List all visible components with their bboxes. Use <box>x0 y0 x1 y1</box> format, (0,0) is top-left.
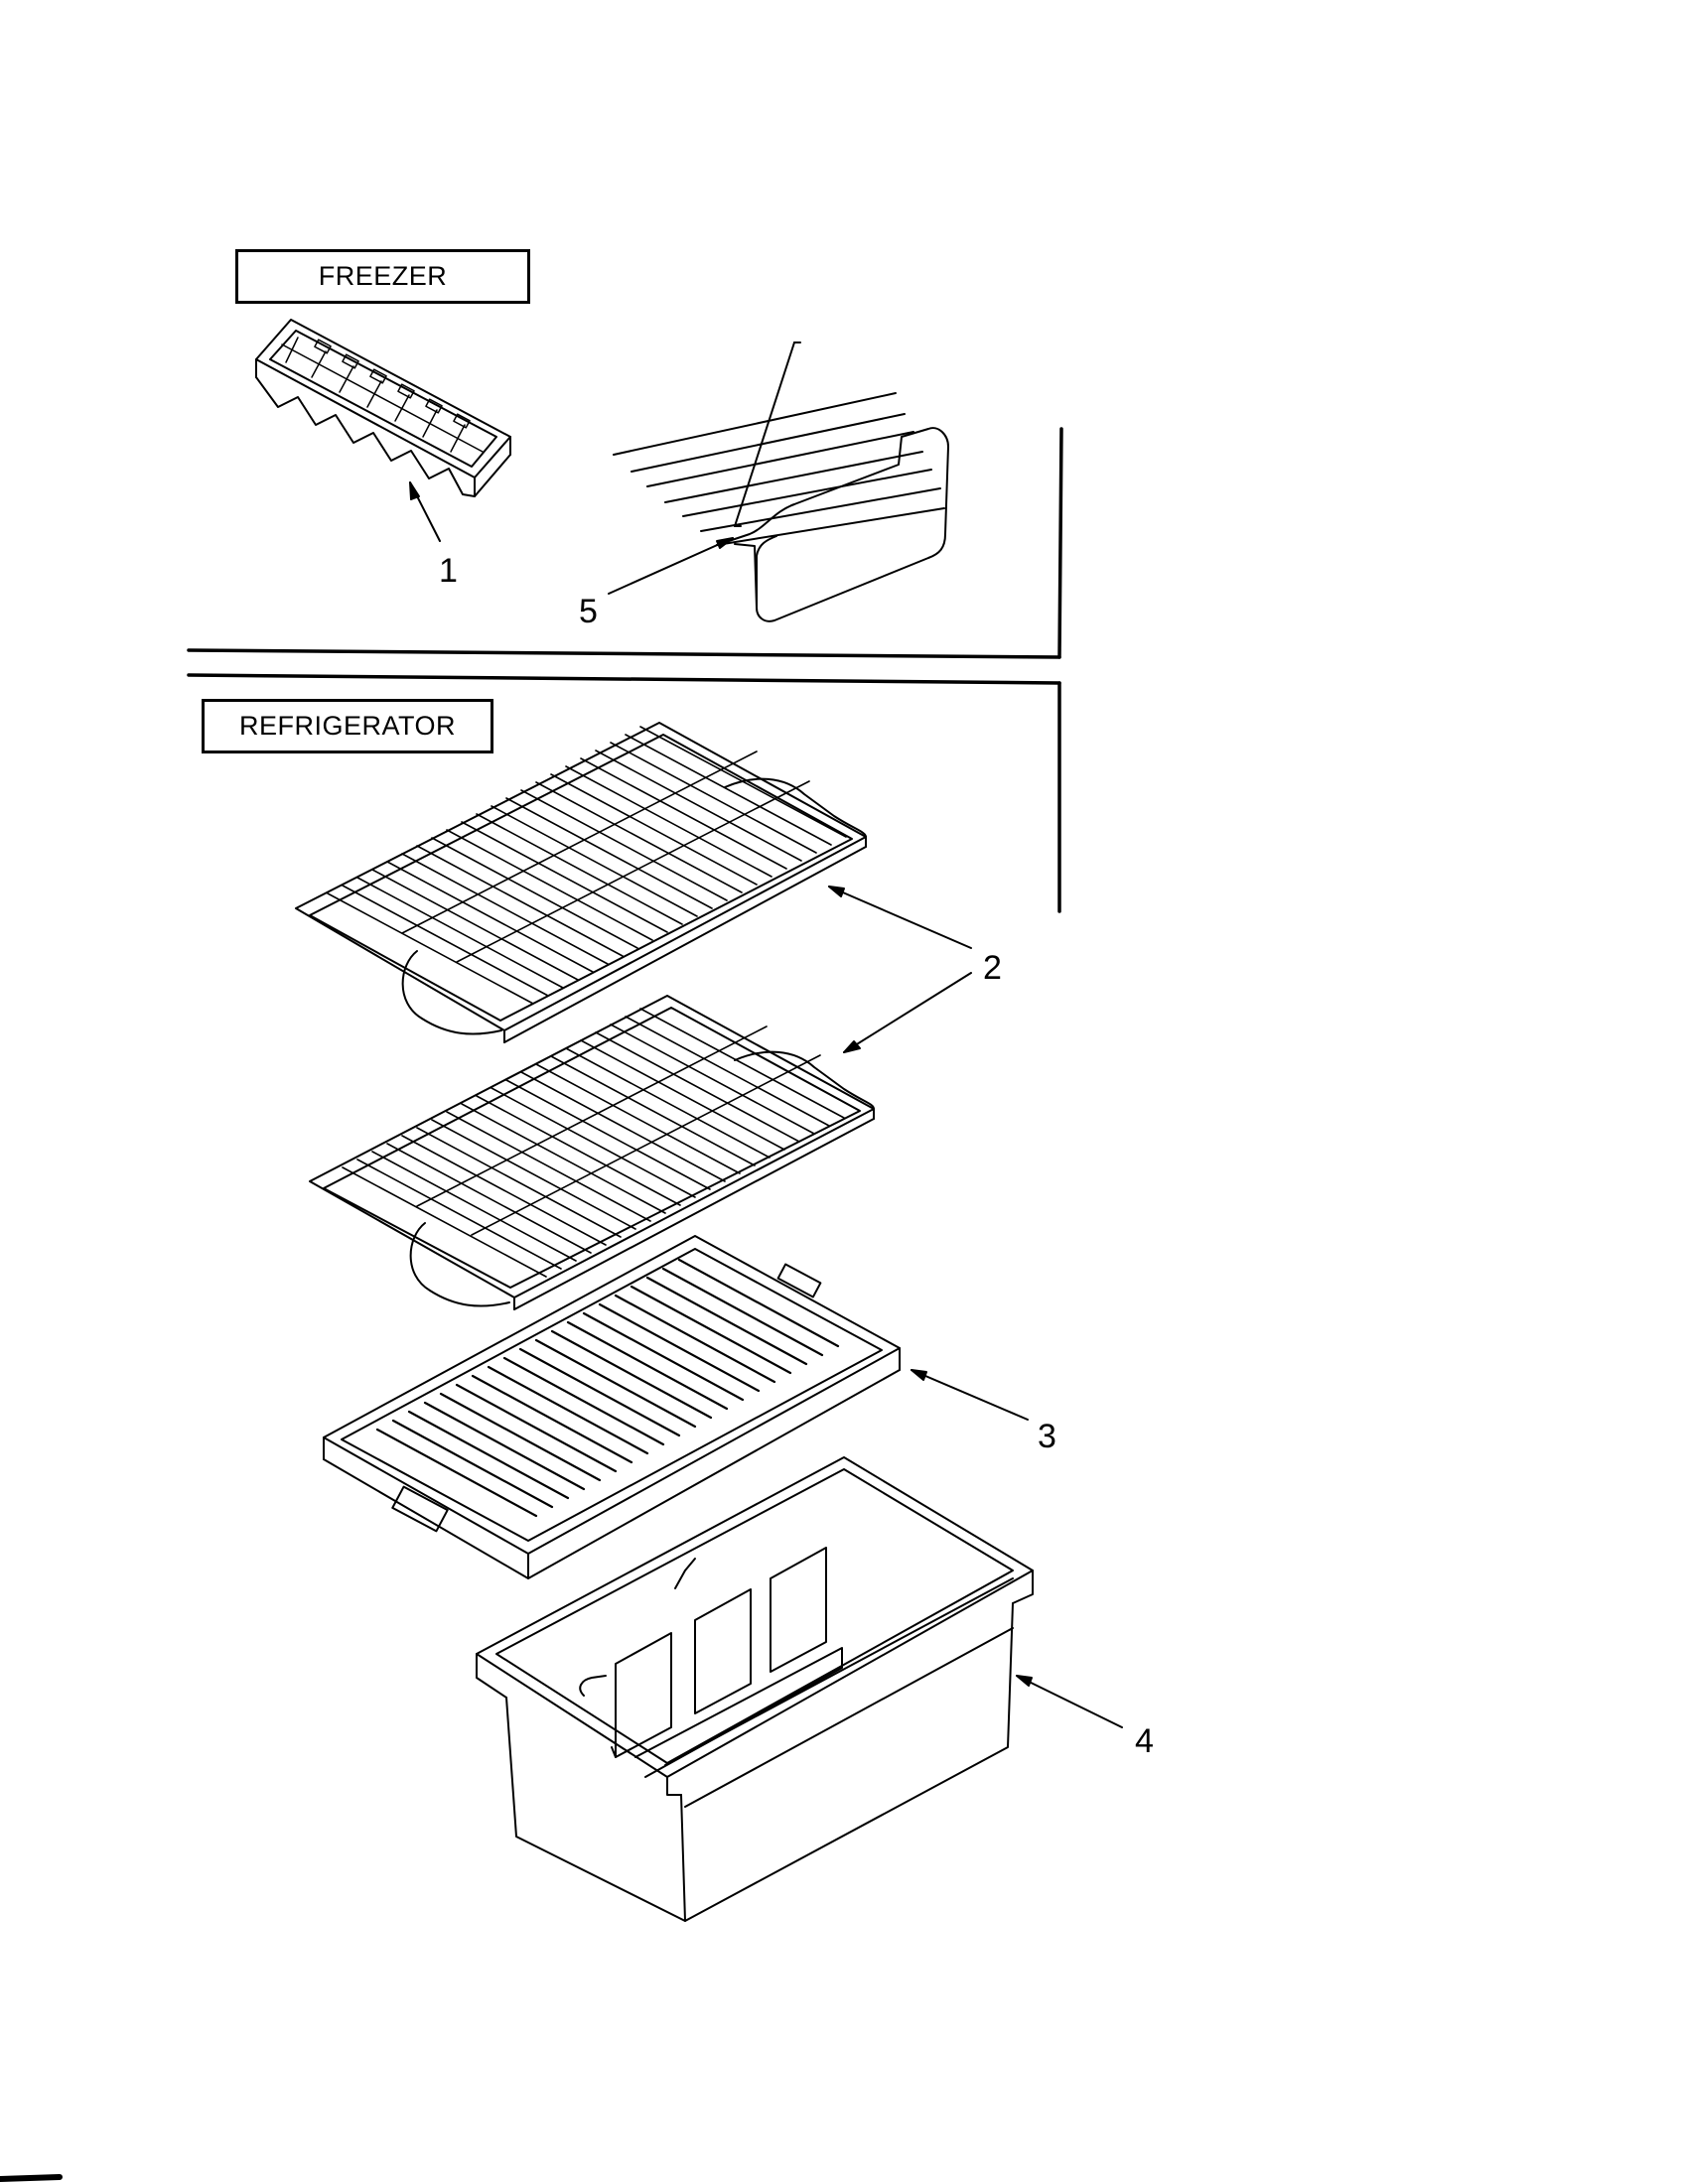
upper-wire-shelf-drawing <box>296 723 866 1042</box>
callout-2-leader-lower <box>844 973 971 1052</box>
callout-crisper-pan: 4 <box>1135 1722 1154 1760</box>
divider-panels <box>612 1548 826 1757</box>
callout-crisper-cover: 3 <box>1038 1418 1056 1455</box>
callout-3-leader <box>912 1370 1028 1420</box>
callout-freezer-shelf: 5 <box>579 593 598 630</box>
callout-5-leader <box>609 538 733 594</box>
crisper-pan-drawing <box>477 1457 1033 1921</box>
refrigerator-section-frame <box>189 675 1059 911</box>
ice-tray-drawing <box>256 320 510 496</box>
callout-2-leader-upper <box>829 887 971 948</box>
freezer-shelf-drawing <box>614 342 948 621</box>
lower-wire-shelf-drawing <box>310 996 874 1309</box>
corner-mark <box>0 2177 60 2179</box>
callout-shelves: 2 <box>983 949 1002 987</box>
crisper-cover-drawing <box>324 1236 900 1578</box>
freezer-section-label: FREEZER <box>235 249 530 304</box>
refrigerator-section-label: REFRIGERATOR <box>202 699 493 753</box>
callout-4-leader <box>1017 1676 1122 1727</box>
callout-1-leader <box>410 482 440 541</box>
callout-ice-tray: 1 <box>439 552 458 590</box>
freezer-section-frame <box>189 429 1061 657</box>
